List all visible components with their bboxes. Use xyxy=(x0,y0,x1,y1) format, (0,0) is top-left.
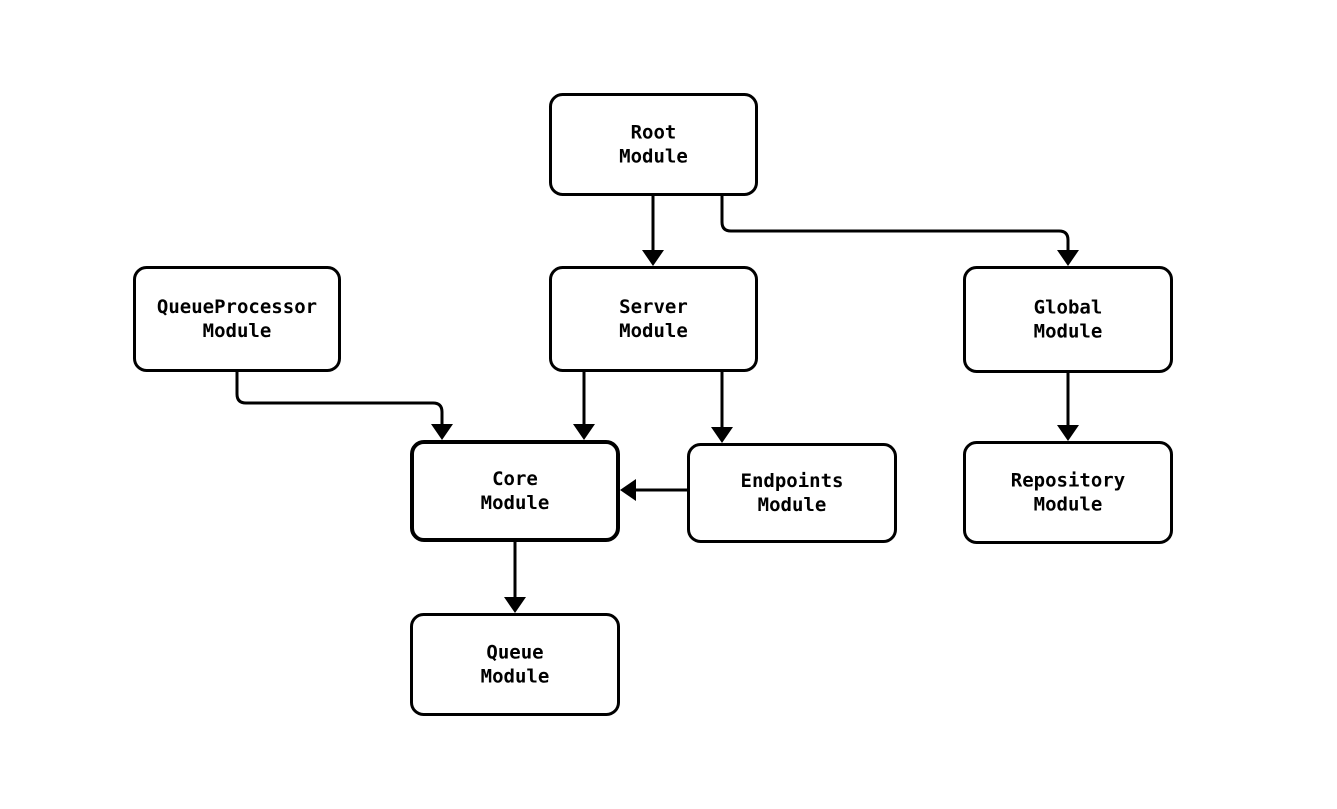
root-module-label-line1: Root xyxy=(631,121,677,143)
core-module-label-line2: Module xyxy=(481,491,550,513)
edge-server-to-core-arrowhead xyxy=(573,424,595,440)
edge-root-to-global-line xyxy=(720,196,1070,252)
queue-module-box[interactable] xyxy=(410,613,620,716)
queueprocessor-module-label-line1: QueueProcessor xyxy=(157,296,317,318)
root-module-label-line2: Module xyxy=(619,145,688,167)
queueprocessor-module-box[interactable] xyxy=(133,266,341,372)
edge-server-to-endpoints xyxy=(711,372,733,443)
edge-global-to-repository xyxy=(1057,373,1079,441)
edge-endpoints-to-core xyxy=(620,479,687,501)
edge-queueprocessor-to-core-arrowhead xyxy=(431,424,453,440)
edges-layer xyxy=(235,196,1079,613)
endpoints-module-label-line2: Module xyxy=(758,493,827,515)
server-module-label-line2: Module xyxy=(619,319,688,341)
repository-module-label-line2: Module xyxy=(1034,493,1103,515)
core-module-box[interactable] xyxy=(410,440,620,542)
server-module-box[interactable] xyxy=(549,266,758,372)
core-module-label-line1: Core xyxy=(492,468,538,490)
edge-core-to-queue xyxy=(504,542,526,613)
edge-queueprocessor-to-core xyxy=(235,372,453,440)
edge-queueprocessor-to-core-line xyxy=(235,372,444,426)
queue-module-label-line1: Queue xyxy=(486,641,543,663)
global-module-box[interactable] xyxy=(963,266,1173,373)
edge-core-to-queue-arrowhead xyxy=(504,597,526,613)
endpoints-module-label-line1: Endpoints xyxy=(741,470,844,492)
queue-module-label-line2: Module xyxy=(481,665,550,687)
repository-module-label-line1: Repository xyxy=(1011,469,1125,491)
edge-root-to-global-arrowhead xyxy=(1057,250,1079,266)
edge-root-to-global xyxy=(720,196,1079,266)
edge-global-to-repository-arrowhead xyxy=(1057,425,1079,441)
queueprocessor-module-label-line2: Module xyxy=(203,319,272,341)
repository-module-box[interactable] xyxy=(963,441,1173,544)
edge-endpoints-to-core-arrowhead xyxy=(620,479,636,501)
global-module-label-line1: Global xyxy=(1034,296,1103,318)
server-module-label-line1: Server xyxy=(619,296,688,318)
root-module-box[interactable] xyxy=(549,93,758,196)
edge-server-to-core xyxy=(573,372,595,440)
endpoints-module-box[interactable] xyxy=(687,443,897,543)
global-module-label-line2: Module xyxy=(1034,320,1103,342)
edge-server-to-endpoints-arrowhead xyxy=(711,427,733,443)
edge-root-to-server-arrowhead xyxy=(642,250,664,266)
edge-root-to-server xyxy=(642,196,664,266)
